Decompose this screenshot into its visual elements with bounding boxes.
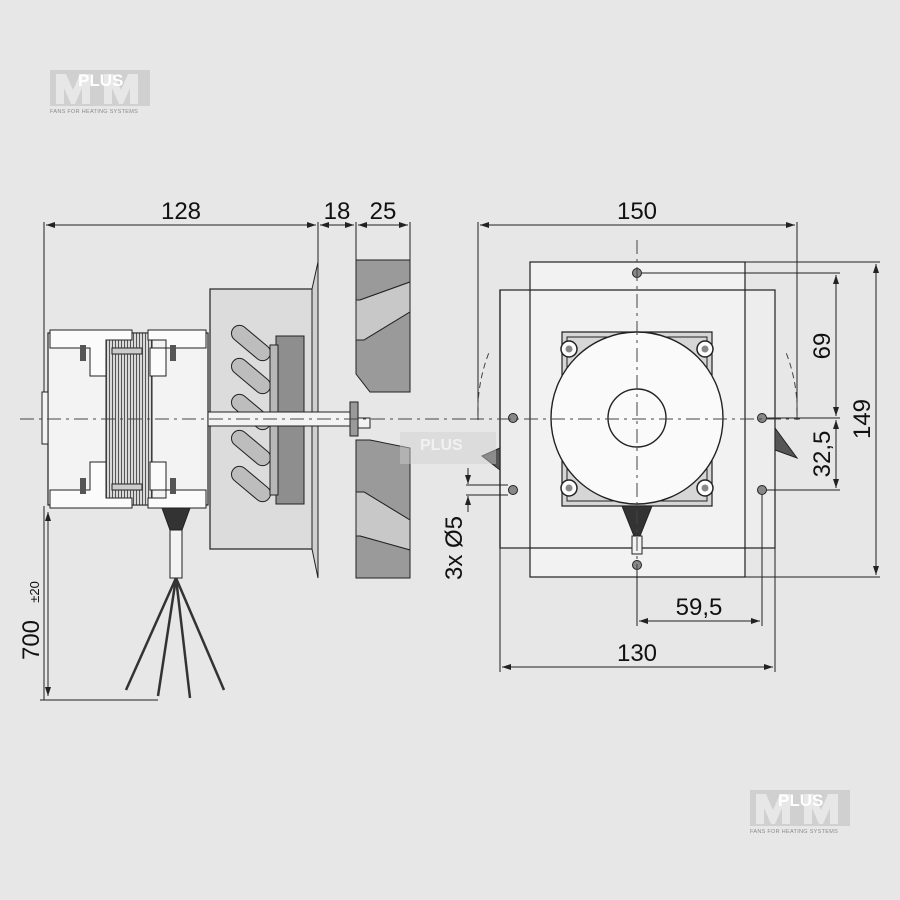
dim-width-top-group: 150 — [477, 198, 798, 420]
front-view: 150 — [441, 198, 880, 672]
dim-upper-offset: 69 — [809, 333, 836, 360]
dim-width-bottom: 130 — [617, 640, 657, 667]
dim-impeller: 25 — [370, 198, 397, 225]
brand-tagline-2: FANS FOR HEATING SYSTEMS — [750, 829, 838, 835]
dim-hole-spacing: 59,5 — [676, 594, 723, 621]
dim-cable: 700 ±20 — [18, 506, 158, 701]
dim-top-side: 128 18 25 — [43, 198, 411, 440]
brand-logo-icon-2: PLUS — [750, 790, 850, 826]
brand-name: PLUS — [78, 71, 123, 90]
cable — [124, 507, 226, 699]
dim-holes-group: 3x Ø5 — [441, 468, 508, 580]
brand-watermark-top: PLUS FANS FOR HEATING SYSTEMS — [50, 70, 150, 115]
dim-cable-tolerance: ±20 — [27, 581, 42, 603]
brand-logo-icon: PLUS — [50, 70, 150, 106]
sweep-arc-left — [477, 349, 491, 419]
brand-watermark-bottom: PLUS FANS FOR HEATING SYSTEMS — [750, 790, 850, 835]
dim-cable-length: 700 — [18, 620, 45, 660]
side-view: 128 18 25 — [18, 198, 470, 701]
brand-tagline: FANS FOR HEATING SYSTEMS — [50, 109, 138, 115]
sweep-arc-right — [784, 349, 798, 419]
dim-motor-length: 128 — [161, 198, 201, 225]
dim-height-right: 149 — [849, 399, 876, 439]
dim-lower-offset: 32,5 — [809, 431, 836, 478]
motor-body — [41, 329, 209, 509]
dim-flange: 18 — [324, 198, 351, 225]
dim-holes: 3x Ø5 — [441, 516, 468, 580]
brand-watermark-center: PLUS — [400, 432, 496, 464]
mounting-fins — [481, 426, 799, 472]
dim-bottom-group: 59,5 130 — [499, 494, 776, 672]
impeller-profile — [355, 259, 411, 579]
brand-name-2: PLUS — [778, 791, 823, 810]
dim-width-top: 150 — [617, 198, 657, 225]
brand-name-3: PLUS — [420, 437, 463, 454]
dim-right-group: 149 69 32,5 — [642, 261, 880, 578]
